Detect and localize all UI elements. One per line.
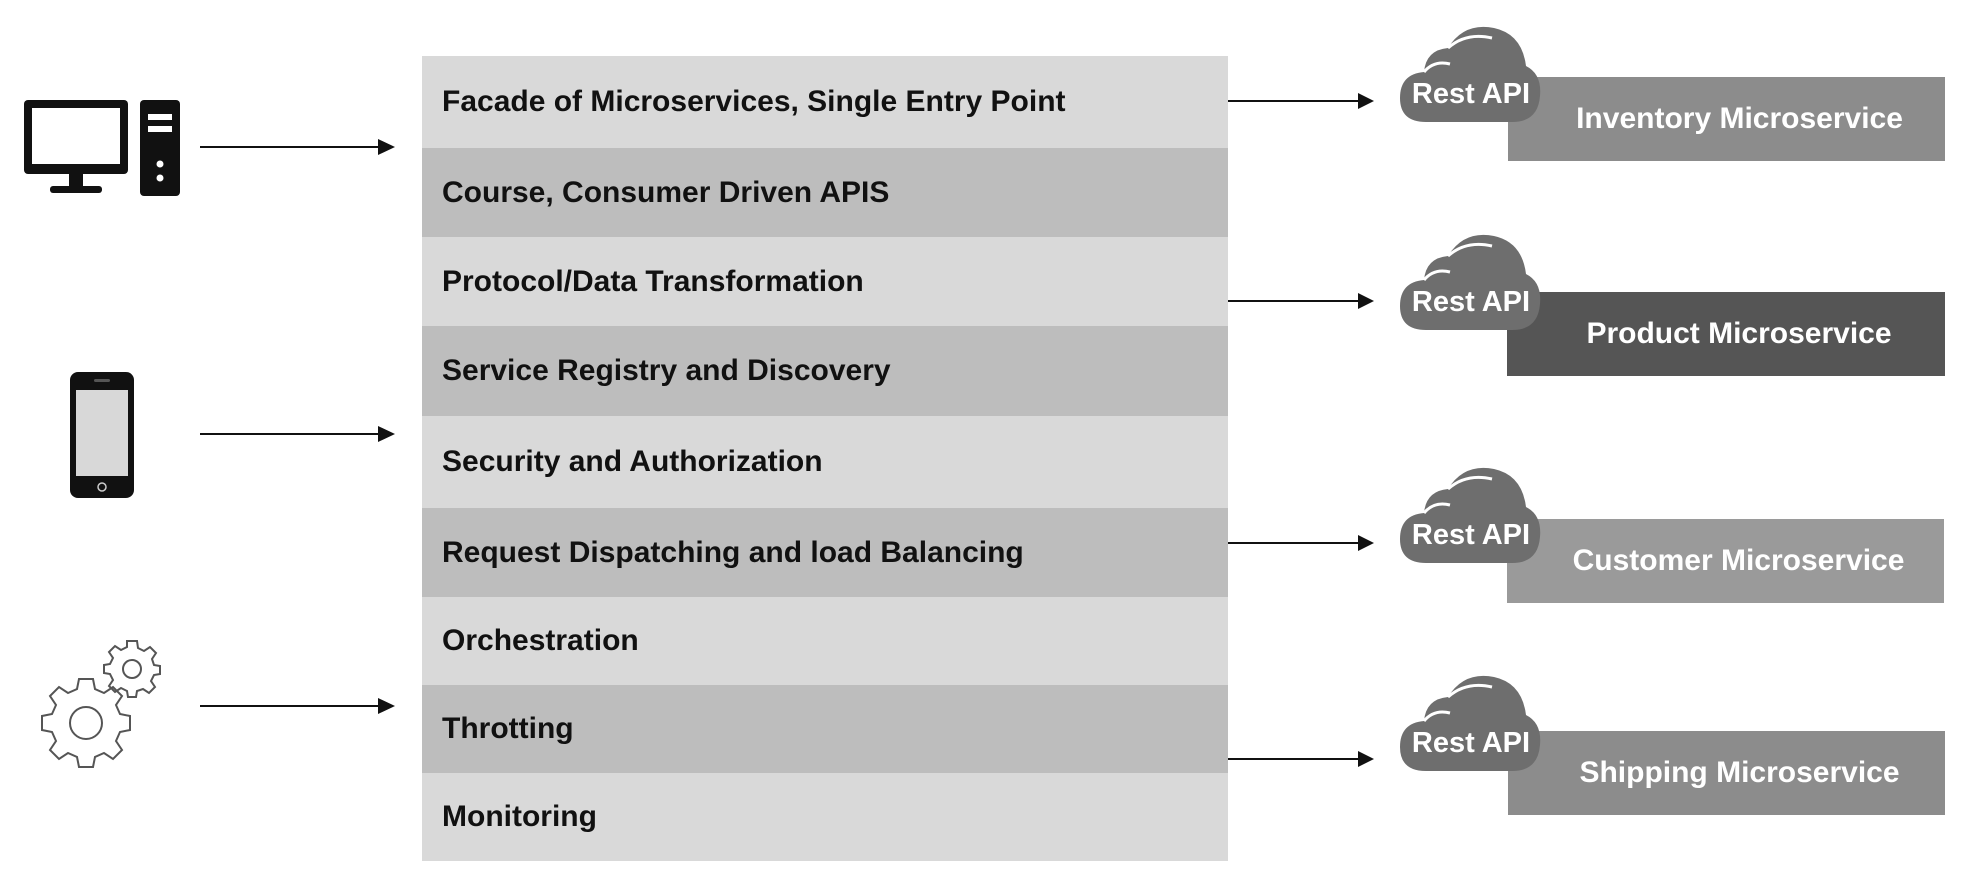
gateway-layer-label: Orchestration	[442, 624, 639, 657]
mobile-phone-icon	[68, 370, 136, 500]
rest-api-cloud-icon: Rest API	[1400, 230, 1542, 332]
gateway-layer: Course, Consumer Driven APIS	[422, 148, 1228, 237]
gateway-layer-label: Facade of Microservices, Single Entry Po…	[442, 85, 1066, 118]
microservice-name: Inventory Microservice	[1576, 102, 1903, 135]
service-arrow-customer	[1228, 535, 1374, 551]
gateway-layer-label: Course, Consumer Driven APIS	[442, 175, 890, 209]
gateway-layer: Service Registry and Discovery	[422, 326, 1228, 416]
client-arrow-mobile	[200, 426, 395, 442]
client-arrow-desktop	[200, 139, 395, 155]
gateway-layer: Request Dispatching and load Balancing	[422, 508, 1228, 597]
gateway-layer: Orchestration	[422, 597, 1228, 685]
product-microservice-box: Product Microservice	[1507, 292, 1945, 376]
microservice-name: Product Microservice	[1586, 317, 1892, 350]
gateway-layer-label: Monitoring	[442, 800, 597, 833]
gateway-layer: Throtting	[422, 685, 1228, 773]
rest-api-cloud-icon: Rest API	[1400, 671, 1542, 773]
rest-api-label: Rest API	[1411, 727, 1531, 759]
desktop-computer-icon	[22, 98, 182, 198]
shipping-microservice-box: Shipping Microservice	[1508, 731, 1945, 815]
microservice-name: Customer Microservice	[1572, 544, 1905, 577]
customer-microservice-box: Customer Microservice	[1507, 519, 1944, 603]
service-arrow-shipping	[1228, 751, 1374, 767]
client-arrow-gears	[200, 698, 395, 714]
rest-api-label: Rest API	[1411, 519, 1531, 551]
rest-api-label: Rest API	[1411, 286, 1531, 318]
gateway-layer-label: Protocol/Data Transformation	[442, 264, 864, 298]
gateway-layer-label: Request Dispatching and load Balancing	[442, 535, 1024, 569]
gateway-layer: Monitoring	[422, 773, 1228, 861]
gateway-layer: Protocol/Data Transformation	[422, 237, 1228, 326]
microservice-name: Shipping Microservice	[1579, 756, 1900, 789]
service-arrow-product	[1228, 293, 1374, 309]
gateway-layer-label: Throtting	[442, 712, 574, 745]
gateway-layer: Security and Authorization	[422, 416, 1228, 508]
gateway-layer: Facade of Microservices, Single Entry Po…	[422, 56, 1228, 148]
inventory-microservice-box: Inventory Microservice	[1508, 77, 1945, 161]
gears-icon	[38, 637, 168, 773]
rest-api-cloud-icon: Rest API	[1400, 22, 1542, 124]
gateway-layer-label: Service Registry and Discovery	[442, 354, 891, 387]
service-arrow-inventory	[1228, 93, 1374, 109]
rest-api-label: Rest API	[1411, 78, 1531, 110]
gateway-layer-label: Security and Authorization	[442, 445, 823, 478]
rest-api-cloud-icon: Rest API	[1400, 463, 1542, 565]
api-gateway-stack: Facade of Microservices, Single Entry Po…	[422, 56, 1228, 861]
